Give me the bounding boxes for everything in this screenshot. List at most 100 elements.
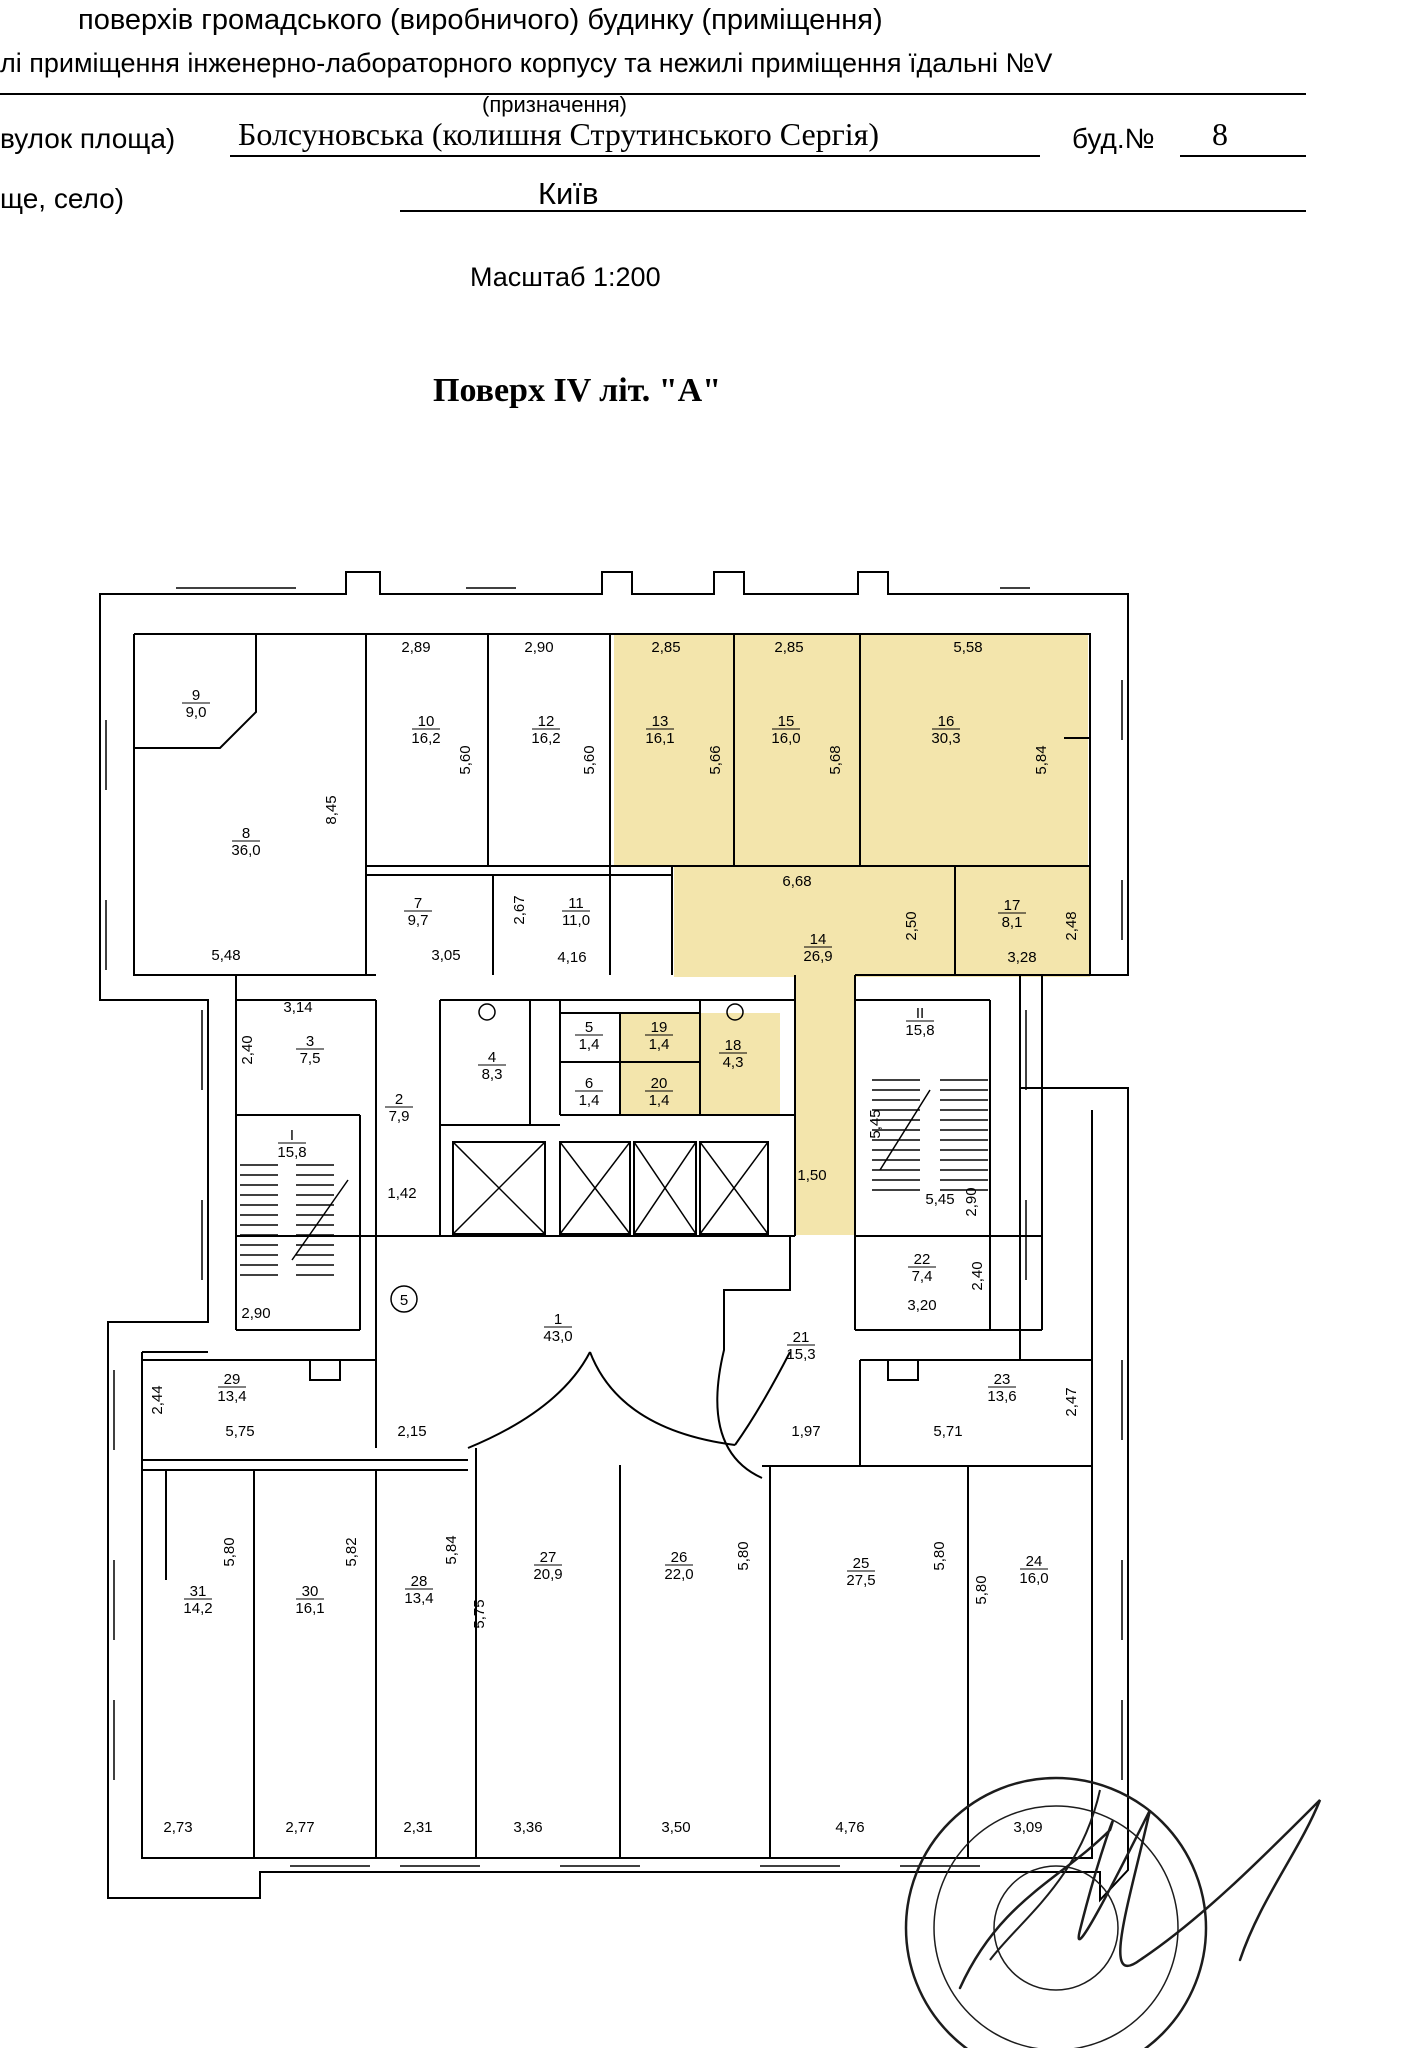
room-number: 11 [568, 895, 584, 912]
room-number: 13 [652, 713, 669, 730]
room-number: II [916, 1005, 924, 1022]
room-label-4: 48,3 [478, 1049, 506, 1083]
dimension-label: 5,80 [735, 1541, 752, 1570]
signature [989, 1789, 1101, 1961]
room-label-18: 184,3 [719, 1037, 747, 1071]
dimension-label: 6,68 [782, 873, 811, 890]
room-number: 25 [853, 1555, 870, 1572]
dimension-label: 3,09 [1013, 1819, 1042, 1836]
city-label: ще, село) [0, 183, 125, 214]
dimension-label: 2,15 [397, 1423, 426, 1440]
room-label-8: 836,0 [231, 825, 260, 859]
dimension-label: 2,77 [285, 1819, 314, 1836]
room-label-5: 51,4 [575, 1019, 603, 1053]
dimension-label: 2,47 [1063, 1387, 1080, 1416]
room-label-6: 61,4 [575, 1075, 603, 1109]
room-area: 7,4 [912, 1268, 933, 1285]
dimension-label: 2,85 [774, 639, 803, 656]
room-area: 20,9 [533, 1566, 562, 1583]
wall-niche [887, 1359, 919, 1381]
room-number: 6 [585, 1075, 593, 1092]
outer-wall-inner [141, 1110, 1093, 1859]
room-area: 15,8 [905, 1022, 934, 1039]
room-area: 8,3 [482, 1066, 503, 1083]
room-label-17: 178,1 [998, 897, 1026, 931]
wall-niche [309, 1359, 341, 1381]
elevator-shaft [452, 1141, 546, 1235]
dimension-label: 5,45 [867, 1109, 884, 1138]
highlighted-room [674, 867, 1090, 977]
dimension-label: 1,50 [797, 1167, 826, 1184]
elevator-shaft [559, 1141, 631, 1235]
building-underline [1180, 155, 1306, 157]
room-number: 4 [488, 1049, 496, 1066]
sink-icon [726, 1003, 744, 1021]
street-underline [230, 155, 1040, 157]
room-number: 17 [1004, 897, 1021, 914]
marker-circle [390, 1285, 418, 1313]
room-number: 30 [302, 1583, 319, 1600]
dimension-label: 2,48 [1063, 911, 1080, 940]
street-value: Болсуновська (колишня Струтинського Серг… [238, 116, 880, 152]
room-label-20: 201,4 [645, 1075, 673, 1109]
dimension-label: 2,40 [239, 1035, 256, 1064]
room-number: 2 [395, 1091, 403, 1108]
dimension-label: 4,76 [835, 1819, 864, 1836]
signature [958, 1799, 1322, 1990]
outer-wall-inner [1019, 1000, 1092, 1361]
header-line-2-underline [0, 93, 1306, 95]
room-label-9: 99,0 [182, 687, 210, 721]
dimension-label: 5,45 [925, 1191, 954, 1208]
dimension-label: 5,80 [931, 1541, 948, 1570]
dimension-label: 4,16 [557, 949, 586, 966]
dimension-label: 3,50 [661, 1819, 690, 1836]
stamp-inner-ring [933, 1805, 1179, 2048]
room-number: 27 [540, 1549, 557, 1566]
dimension-label: 2,50 [903, 911, 920, 940]
room-label-1: 143,0 [543, 1311, 572, 1345]
room-number: 23 [994, 1371, 1011, 1388]
room-number: 21 [793, 1329, 810, 1346]
hall-wall [716, 1236, 791, 1479]
dimension-label: 2,44 [149, 1385, 166, 1414]
building-number: 8 [1212, 116, 1228, 152]
room-label-7: 79,7 [404, 895, 432, 929]
room-area: 13,6 [987, 1388, 1016, 1405]
room-number: 16 [938, 713, 955, 730]
room-area: 27,5 [846, 1572, 875, 1589]
room-area: 13,4 [404, 1590, 433, 1607]
room-area: 9,7 [408, 912, 429, 929]
dimension-label: 1,42 [387, 1185, 416, 1202]
room-area: 1,4 [649, 1092, 670, 1109]
room-area: 11,0 [562, 912, 590, 929]
room-area: 14,2 [183, 1600, 212, 1617]
room-area: 16,0 [1019, 1570, 1048, 1587]
room-area: 7,5 [300, 1050, 321, 1067]
dimension-label: 5,84 [443, 1535, 460, 1564]
room-number: 5 [585, 1019, 593, 1036]
dimension-label: 5,75 [471, 1599, 488, 1628]
room-number: 18 [725, 1037, 742, 1054]
dimension-label: 5,84 [1033, 745, 1050, 774]
room-number: 9 [192, 687, 200, 704]
header-line-1: поверхів громадського (виробничого) буди… [78, 4, 883, 36]
dimension-label: 5,60 [457, 745, 474, 774]
hall-arc [589, 1351, 736, 1446]
dimension-label: 2,40 [969, 1261, 986, 1290]
hall-arc [734, 1351, 791, 1446]
wall-line [699, 1141, 769, 1235]
room-area: 7,9 [389, 1108, 410, 1125]
room-area: 36,0 [231, 842, 260, 859]
room-number: I [290, 1127, 294, 1144]
wall-line [452, 1141, 546, 1235]
